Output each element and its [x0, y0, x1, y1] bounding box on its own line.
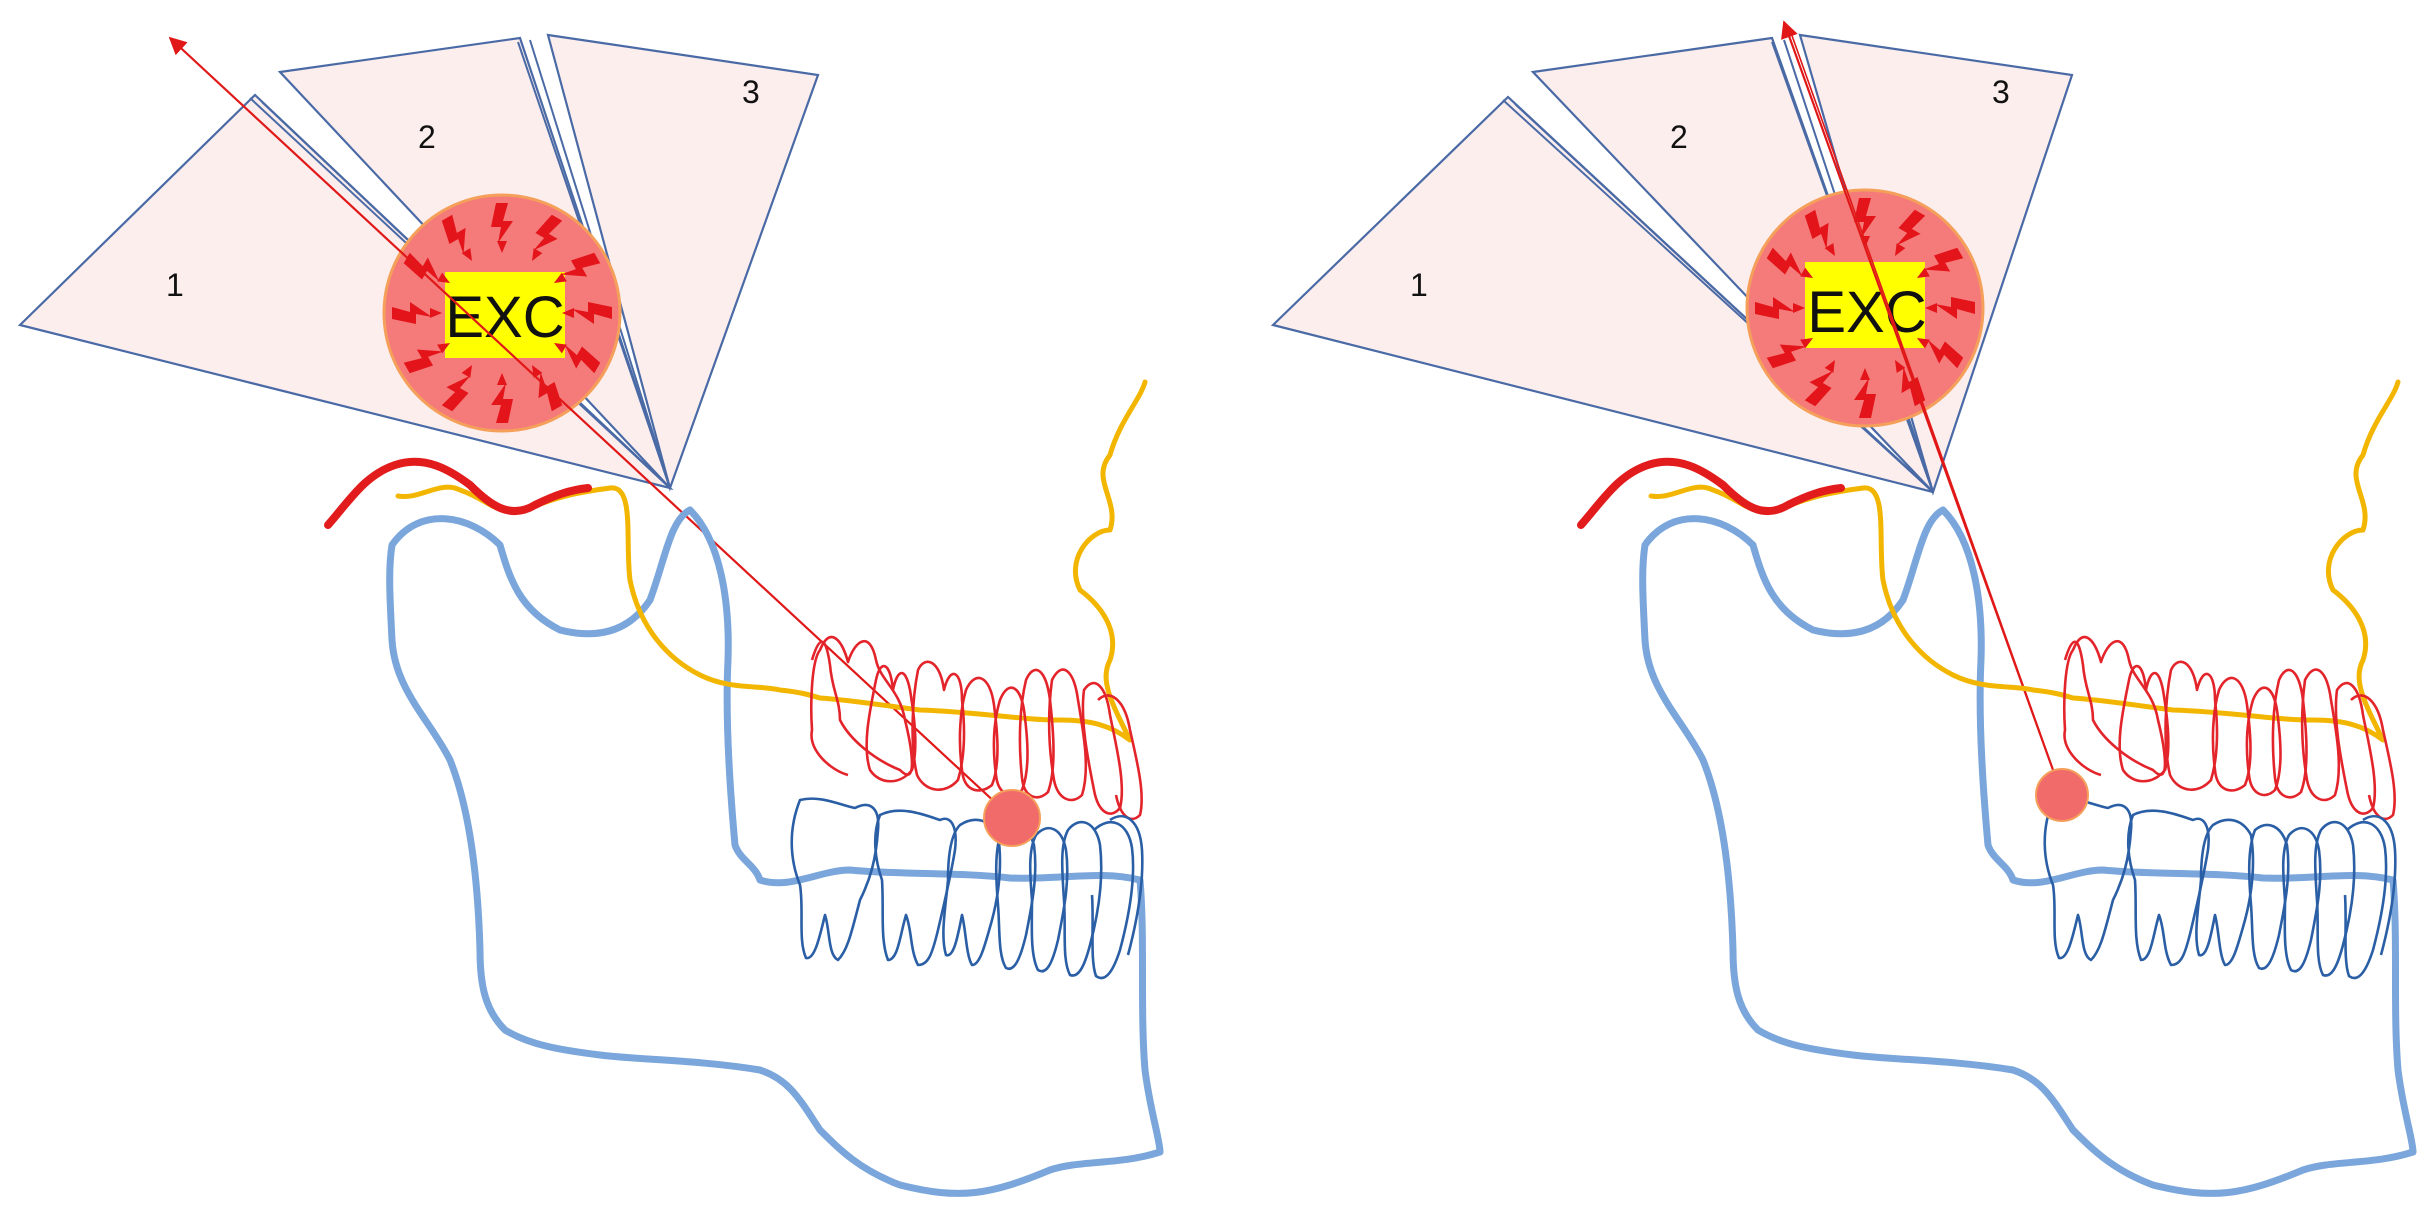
excitation-source: EXC	[1745, 188, 1985, 428]
sector-label-1: 1	[1410, 267, 1428, 303]
upper-teeth	[2062, 635, 2396, 821]
mandible-outline	[1639, 506, 2417, 1197]
red-curve	[1577, 457, 1845, 529]
sector-label-3: 3	[742, 74, 760, 110]
mandible-outline	[386, 506, 1164, 1197]
red-curve	[324, 457, 592, 529]
target-spot	[983, 789, 1041, 847]
sector-label-3: 3	[1992, 74, 2010, 110]
sector-label-2: 2	[1670, 119, 1688, 155]
sector-label-2: 2	[418, 119, 436, 155]
upper-teeth	[809, 635, 1143, 821]
lower-teeth	[790, 797, 1144, 980]
excitation-box	[445, 272, 565, 358]
excitation-source: EXC	[382, 193, 622, 433]
exc-label: EXC	[1807, 280, 1926, 345]
sector-label-1: 1	[166, 267, 184, 303]
target-spot	[2035, 768, 2089, 822]
lower-teeth	[2043, 797, 2397, 980]
ray-arrow	[168, 36, 1013, 819]
excitation-box	[1805, 262, 1925, 348]
exc-label: EXC	[445, 285, 564, 350]
panel-left: 1 2 3 EXC	[17, 33, 1164, 1197]
panel-right: 1 2 3 EXC	[1270, 20, 2417, 1197]
